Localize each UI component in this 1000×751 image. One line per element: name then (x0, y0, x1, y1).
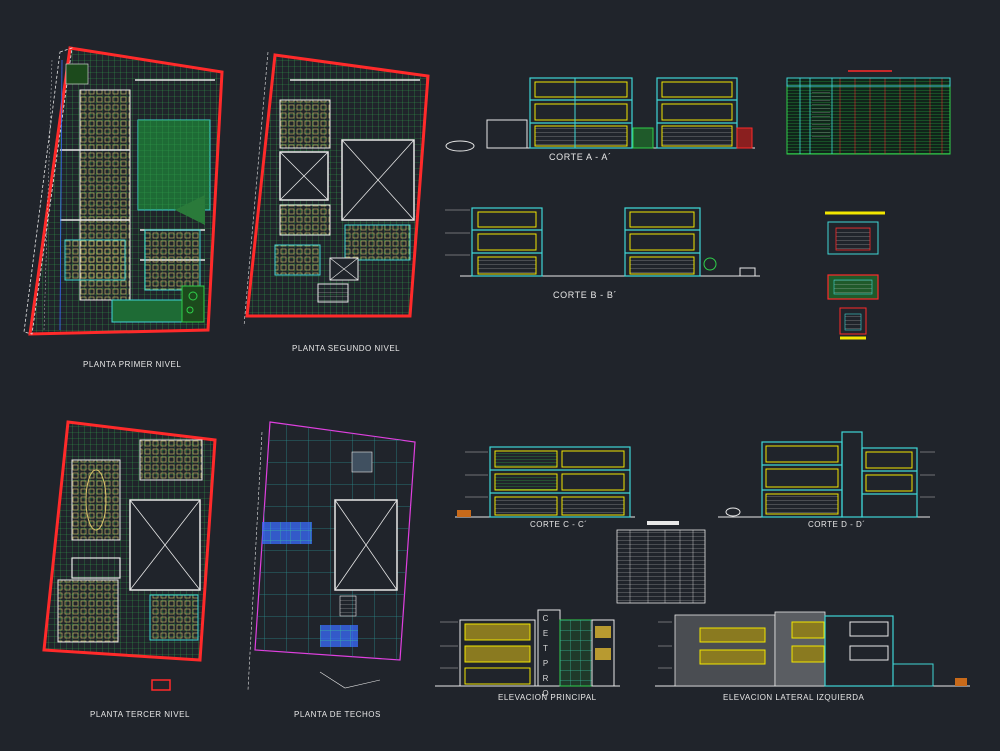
plan-first-floor (23, 46, 224, 336)
detail-sections (825, 211, 885, 340)
schedule-table-center (616, 521, 706, 604)
label-corte-b-b: CORTE B - B´ (553, 290, 618, 300)
section-d-d (718, 431, 935, 518)
elevation-main (435, 609, 620, 687)
section-b-b (445, 207, 760, 277)
building-sign: CETPRO (541, 614, 550, 704)
plan-second-floor (243, 51, 430, 327)
section-a-a (445, 77, 755, 152)
label-corte-d-d: CORTE D - D´ (808, 520, 866, 529)
label-planta-tercer-nivel: PLANTA TERCER NIVEL (90, 710, 190, 719)
plan-third-floor (42, 420, 217, 691)
label-elevacion-lateral: ELEVACION LATERAL IZQUIERDA (723, 693, 865, 702)
label-planta-techos: PLANTA DE TECHOS (294, 710, 381, 719)
label-elevacion-principal: ELEVACION PRINCIPAL (498, 693, 597, 702)
label-corte-a-a: CORTE A - A´ (549, 152, 612, 162)
label-corte-c-c: CORTE C - C´ (530, 520, 588, 529)
elevation-left (655, 611, 970, 687)
label-planta-primer-nivel: PLANTA PRIMER NIVEL (83, 360, 182, 369)
plan-roof (247, 421, 416, 691)
section-c-c (455, 446, 635, 518)
label-planta-segundo-nivel: PLANTA SEGUNDO NIVEL (292, 344, 401, 353)
schedule-table-top (786, 70, 951, 155)
